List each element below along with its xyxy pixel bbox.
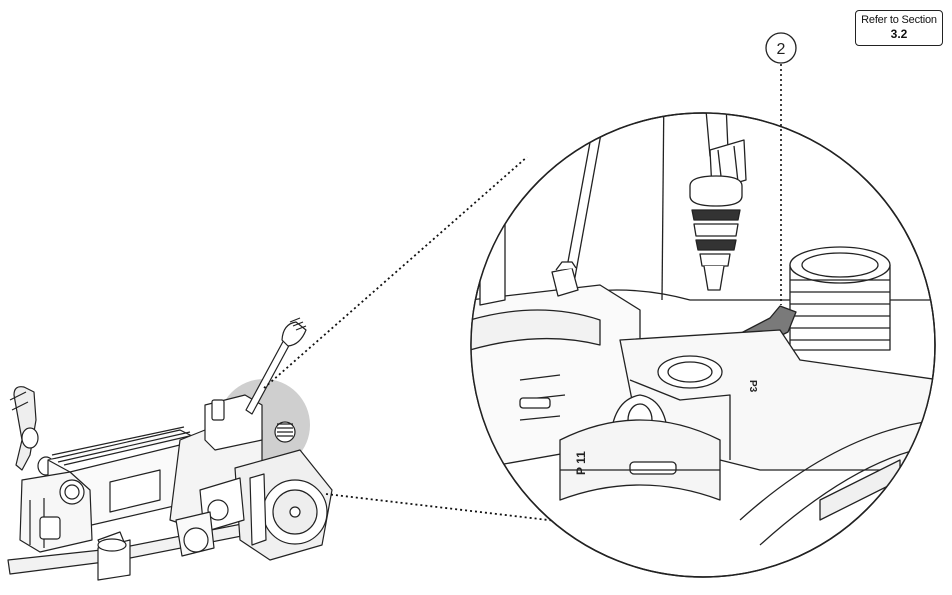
reference-section-number: 3.2 xyxy=(890,27,908,41)
port-marking-p11: P 11 xyxy=(574,451,588,475)
reference-box: Refer to Section 3.2 xyxy=(855,10,943,46)
callout-circle xyxy=(765,32,797,64)
callout-2: 2 xyxy=(765,32,797,305)
hydraulic-assembly-overview xyxy=(7,317,333,581)
callout-number: 2 xyxy=(777,41,786,58)
reference-label: Refer to Section xyxy=(861,14,937,26)
port-marking-p3: P3 xyxy=(747,380,758,393)
sensor-component xyxy=(689,113,747,291)
threaded-connection xyxy=(789,246,891,351)
magnified-detail: P 11 P3 xyxy=(470,112,936,578)
